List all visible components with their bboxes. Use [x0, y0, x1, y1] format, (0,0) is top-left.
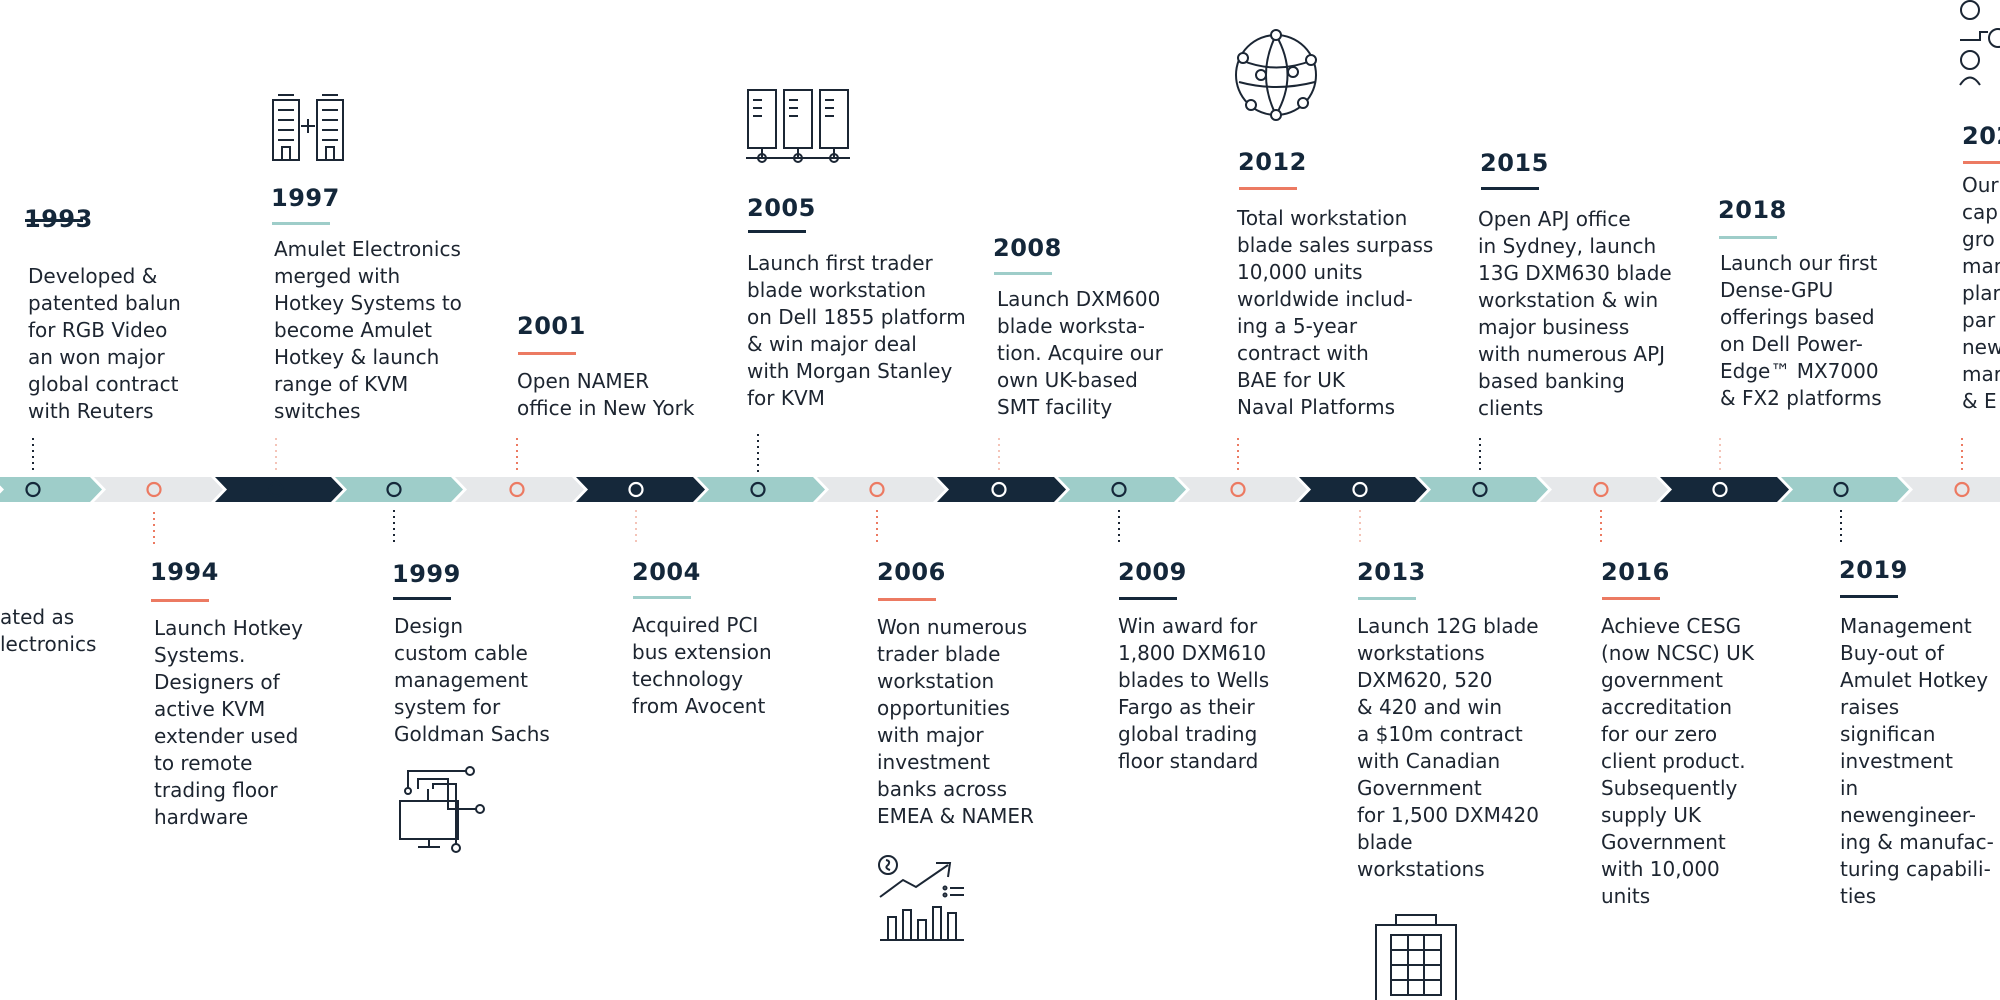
- timeline-segment: [1540, 477, 1668, 502]
- timeline-segment: [697, 477, 825, 502]
- office-building-icon: [1375, 914, 1457, 1000]
- event-year: 202: [1962, 122, 2000, 150]
- timeline-segment: [455, 477, 584, 502]
- event-description: Open APJ office in Sydney, launch 13G DX…: [1478, 207, 1672, 420]
- timeline-node: [25, 481, 41, 498]
- event-description: Launch first trader blade workstation on…: [747, 251, 966, 410]
- timeline-segment: [576, 477, 705, 502]
- timeline-node: [991, 481, 1007, 498]
- event-description: ated as lectronics: [0, 605, 97, 656]
- buildings-merge-icon: [272, 94, 344, 161]
- year-underline: [1963, 161, 2000, 164]
- year-underline: [272, 222, 330, 225]
- year-underline: [748, 230, 806, 233]
- year-underline: [878, 598, 936, 601]
- timeline-node: [146, 481, 162, 498]
- server-rack-icon: [746, 89, 850, 163]
- event-year: 2013: [1357, 558, 1426, 586]
- event-description: Launch Hotkey Systems. Designers of acti…: [154, 616, 303, 829]
- year-underline: [1119, 597, 1177, 600]
- event-year: 2009: [1118, 558, 1187, 586]
- event-description: Open NAMER office in New York: [517, 369, 695, 420]
- event-description: Achieve CESG (now NCSC) UK government ac…: [1601, 614, 1754, 908]
- event-year: 2018: [1718, 196, 1787, 224]
- circuit-monitor-icon: [399, 766, 485, 853]
- timeline-node: [386, 481, 402, 498]
- timeline-segment: [1660, 477, 1789, 502]
- event-description: Management Buy-out of Amulet Hotkey rais…: [1840, 614, 1994, 908]
- event-description: Amulet Electronics merged with Hotkey Sy…: [274, 237, 462, 423]
- timeline-node: [268, 481, 284, 498]
- event-year: 2016: [1601, 558, 1670, 586]
- people-network-icon: [1959, 0, 2000, 86]
- timeline-node: [1833, 481, 1849, 498]
- event-year: 1994: [150, 558, 219, 586]
- timeline-segment: [335, 477, 463, 502]
- timeline-segment: [1299, 477, 1427, 502]
- timeline-node: [1593, 481, 1609, 498]
- event-year: 2015: [1480, 149, 1549, 177]
- timeline-node: [509, 481, 525, 498]
- timeline-segment: [1058, 477, 1186, 502]
- timeline-segment: [94, 477, 223, 502]
- timeline-segment: [1178, 477, 1307, 502]
- timeline-node: [1954, 481, 1970, 498]
- globe-network-icon: [1235, 29, 1317, 121]
- timeline-node: [750, 481, 766, 498]
- timeline-segment: [0, 477, 102, 502]
- event-description: Acquired PCI bus extension technology fr…: [632, 613, 772, 718]
- event-year: 2006: [877, 558, 946, 586]
- timeline-segment: [1419, 477, 1548, 502]
- year-underline: [1840, 595, 1898, 598]
- event-description: Design custom cable management system fo…: [394, 614, 550, 746]
- timeline-node: [1230, 481, 1246, 498]
- event-description: Launch our first Dense-GPU offerings bas…: [1720, 251, 1882, 410]
- timeline-segment: [1906, 477, 2000, 502]
- timeline-node: [1111, 481, 1127, 498]
- event-description: Developed & patented balun for RGB Video…: [28, 264, 181, 423]
- year-underline: [1358, 597, 1416, 600]
- event-year: 2012: [1238, 148, 1307, 176]
- year-underline: [1239, 187, 1297, 190]
- timeline-node: [1712, 481, 1728, 498]
- event-description: Win award for 1,800 DXM610 blades to Wel…: [1118, 614, 1270, 773]
- timeline-node: [1352, 481, 1368, 498]
- year-underline: [393, 597, 451, 600]
- timeline-node: [628, 481, 644, 498]
- year-underline: [151, 599, 209, 602]
- event-description: Won numerous trader blade workstation op…: [877, 615, 1034, 828]
- timeline-segment: [817, 477, 945, 502]
- event-year: 2001: [517, 312, 586, 340]
- event-description: Our cap gro man plar par new mar & E: [1962, 173, 2000, 413]
- year-underline: [1602, 597, 1660, 600]
- year-underline: [1719, 236, 1777, 239]
- event-year: 2005: [747, 194, 816, 222]
- event-year: 1997: [271, 184, 340, 212]
- timeline-segment: [215, 477, 343, 502]
- event-year: 2008: [993, 234, 1062, 262]
- event-year: 2019: [1839, 556, 1908, 584]
- year-underline: [994, 272, 1052, 275]
- timeline-segment: [1781, 477, 1909, 502]
- timeline-node: [869, 481, 885, 498]
- year-underline: [25, 219, 83, 222]
- event-description: Total workstation blade sales surpass 10…: [1237, 206, 1434, 419]
- timeline-segment: [937, 477, 1066, 502]
- timeline-node: [1472, 481, 1488, 498]
- event-description: Launch DXM600 blade worksta- tion. Acqui…: [997, 287, 1163, 419]
- growth-chart-icon: [878, 855, 964, 941]
- event-year: 2004: [632, 558, 701, 586]
- year-underline: [633, 596, 691, 599]
- event-description: Launch 12G blade workstations DXM620, 52…: [1357, 614, 1540, 881]
- event-year: 1999: [392, 560, 461, 588]
- year-underline: [518, 352, 576, 355]
- year-underline: [1481, 187, 1539, 190]
